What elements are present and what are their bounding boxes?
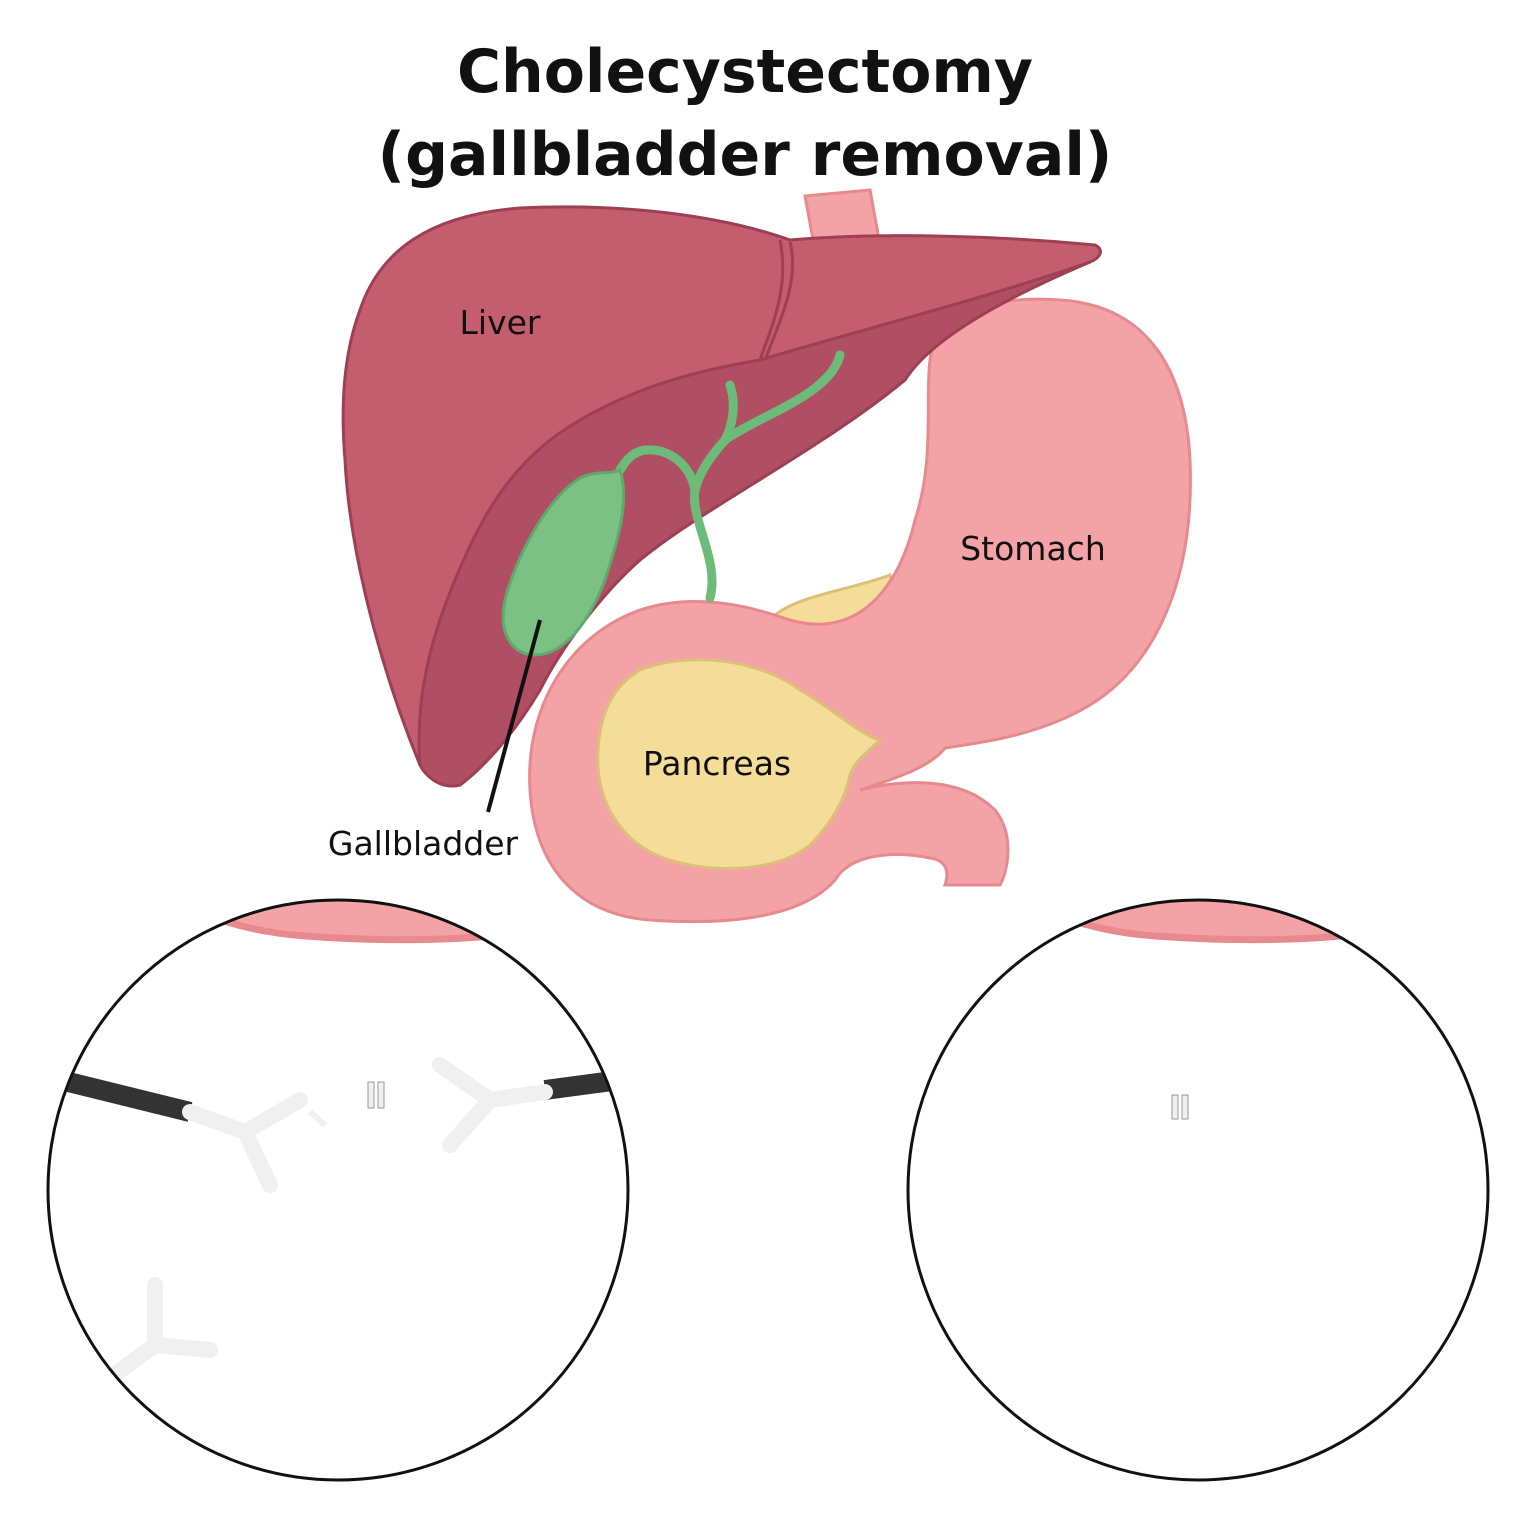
pancreas-label: Pancreas	[643, 744, 791, 783]
duct-clips-right	[1171, 1094, 1189, 1120]
stomach-label: Stomach	[960, 529, 1106, 568]
gallbladder-pointer-line	[486, 619, 542, 813]
gallbladder-label: Gallbladder	[328, 824, 519, 863]
title-line-2: (gallbladder removal)	[378, 120, 1113, 190]
title-line-1: Cholecystectomy	[457, 37, 1033, 107]
left-magnified-panel	[46, 898, 630, 1482]
right-magnified-panel	[906, 898, 1490, 1482]
duct-clips-left	[367, 1081, 385, 1109]
liver-label: Liver	[460, 303, 541, 342]
grasper-bottom	[92, 1277, 218, 1393]
